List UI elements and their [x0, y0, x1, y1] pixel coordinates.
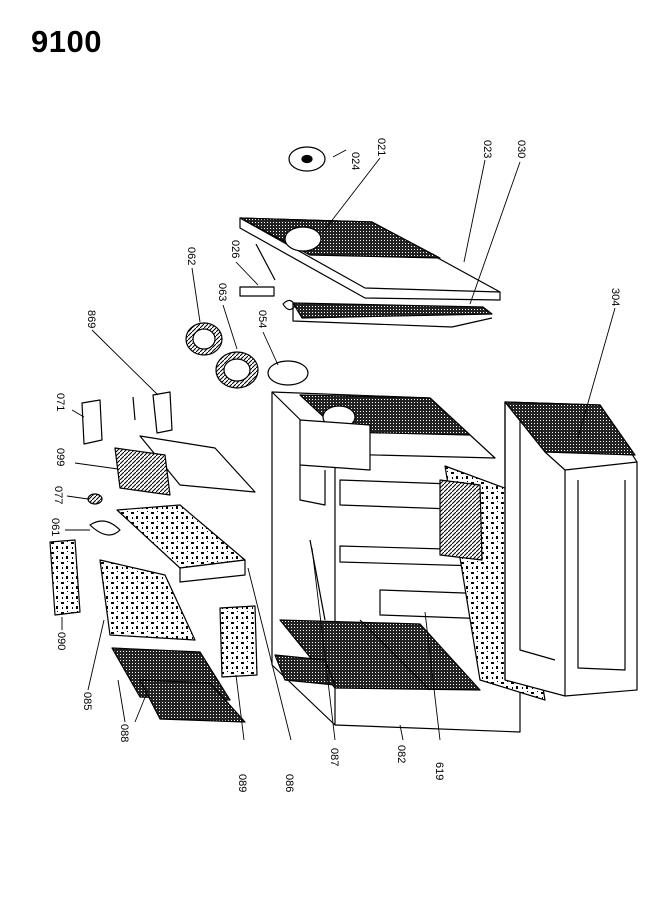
label-061: 061 — [49, 518, 61, 536]
part-085-board — [99, 559, 196, 641]
label-082: 082 — [395, 745, 407, 763]
part-077-knob — [87, 493, 103, 505]
part-062-ring — [185, 322, 223, 356]
part-099-tray — [114, 435, 256, 496]
leader-lines — [61, 149, 616, 741]
label-063: 063 — [216, 283, 228, 301]
label-090: 090 — [55, 632, 67, 650]
label-077: 077 — [52, 486, 64, 504]
part-086-board — [116, 504, 246, 583]
part-026-bracket — [239, 286, 296, 311]
label-087: 087 — [328, 748, 340, 766]
part-labels: 024 021 023 030 026 062 063 054 869 304 … — [49, 138, 621, 792]
label-026: 026 — [229, 240, 241, 258]
label-021: 021 — [375, 138, 387, 156]
label-062: 062 — [185, 247, 197, 265]
part-071-box — [81, 399, 103, 445]
part-024-disc — [288, 146, 326, 172]
label-054: 054 — [256, 310, 268, 328]
label-088: 088 — [118, 724, 130, 742]
label-869: 869 — [85, 310, 97, 328]
label-023: 023 — [481, 140, 493, 158]
label-085: 085 — [81, 692, 93, 710]
label-030: 030 — [515, 140, 527, 158]
part-088-boards — [111, 647, 246, 723]
label-619: 619 — [433, 762, 445, 780]
part-030-front-rail — [292, 302, 493, 328]
part-054-plate — [267, 360, 309, 386]
label-024: 024 — [349, 152, 361, 170]
part-089-module — [219, 605, 258, 678]
label-071: 071 — [54, 393, 66, 411]
label-099: 099 — [54, 448, 66, 466]
label-304: 304 — [609, 288, 621, 306]
part-090-module — [49, 539, 81, 616]
page-title: 9100 — [31, 24, 102, 59]
part-023-top-panel — [239, 217, 501, 301]
part-063-ring — [215, 351, 259, 389]
label-086: 086 — [283, 774, 295, 792]
part-304-outer-frame — [504, 401, 638, 697]
part-869-bracket — [132, 391, 173, 434]
part-061-clip — [89, 520, 121, 536]
label-089: 089 — [236, 774, 248, 792]
